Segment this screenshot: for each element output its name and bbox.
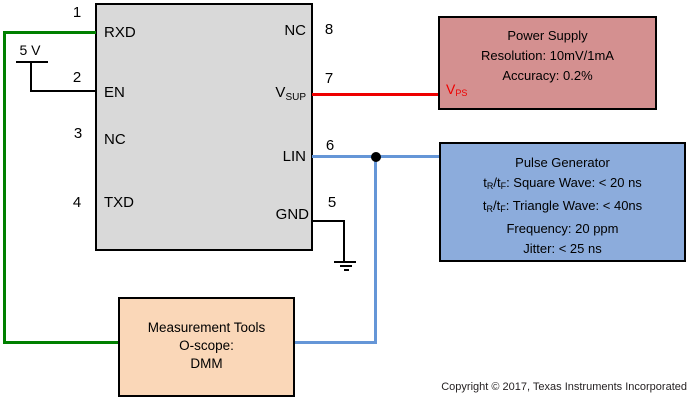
pin-number-3: 3 [73, 125, 83, 142]
supply-5v-label: 5 V [19, 42, 41, 58]
pulse-generator-title: Pulse Generator [515, 155, 610, 170]
measurement-tools-box: Measurement Tools O-scope: DMM [118, 297, 295, 397]
pin-label-gnd: GND [275, 206, 309, 223]
pin-label-en: EN [104, 84, 125, 101]
pin-number-7: 7 [324, 70, 334, 87]
wire-green-rxd-horizontal [3, 31, 96, 34]
wire-gnd-vertical [343, 221, 345, 262]
supply-5v-wire-to-en [30, 90, 96, 92]
power-supply-title: Power Supply [507, 28, 588, 43]
ground-icon [334, 261, 356, 263]
ground-icon-mid [340, 265, 352, 267]
power-supply-accuracy: Accuracy: 0.2% [502, 68, 593, 83]
wire-green-vertical [3, 31, 6, 344]
copyright-text: Copyright © 2017, Texas Instruments Inco… [441, 381, 687, 393]
pulse-generator-frequency: Frequency: 20 ppm [506, 221, 619, 236]
pin-label-lin: LIN [282, 148, 306, 165]
power-supply-resolution: Resolution: 10mV/1mA [481, 48, 614, 63]
measurement-tools-title: Measurement Tools [147, 320, 266, 335]
pulse-generator-square-wave: tR/tF: Square Wave: < 20 ns [483, 175, 642, 191]
pin-number-6: 6 [325, 137, 335, 154]
wire-blue-vertical [374, 157, 377, 344]
measurement-tools-oscope: O-scope: [179, 338, 234, 353]
pin-label-vsup: VSUP [275, 84, 306, 103]
supply-5v-wire-vertical [30, 62, 32, 92]
wire-gnd-horizontal [312, 220, 345, 222]
junction-dot [371, 152, 381, 162]
pin-number-2: 2 [72, 69, 82, 86]
ic-body [95, 3, 313, 251]
wire-red-vsup [312, 93, 438, 96]
pin-number-4: 4 [72, 194, 82, 211]
wire-green-to-measurement [3, 341, 120, 344]
pin-label-nc-left: NC [104, 131, 126, 148]
pulse-generator-box: Pulse Generator tR/tF: Square Wave: < 20… [439, 142, 686, 262]
pin-label-nc-right: NC [284, 22, 306, 39]
pin-number-1: 1 [72, 4, 82, 21]
pin-number-8: 8 [324, 21, 334, 38]
supply-5v-bar-icon [16, 61, 48, 63]
pulse-generator-triangle-wave: tR/tF: Triangle Wave: < 40ns [482, 198, 643, 214]
measurement-tools-dmm: DMM [190, 356, 223, 371]
net-label-vps: VPS [446, 81, 468, 98]
wire-blue-to-measurement [294, 341, 377, 344]
power-supply-box: Power Supply Resolution: 10mV/1mA Accura… [438, 16, 657, 110]
pulse-generator-jitter: Jitter: < 25 ns [523, 241, 602, 256]
pin-label-rxd: RXD [104, 24, 136, 41]
ground-icon-bottom [344, 269, 349, 271]
pin-label-txd: TXD [104, 194, 134, 211]
pin-number-5: 5 [327, 194, 337, 211]
